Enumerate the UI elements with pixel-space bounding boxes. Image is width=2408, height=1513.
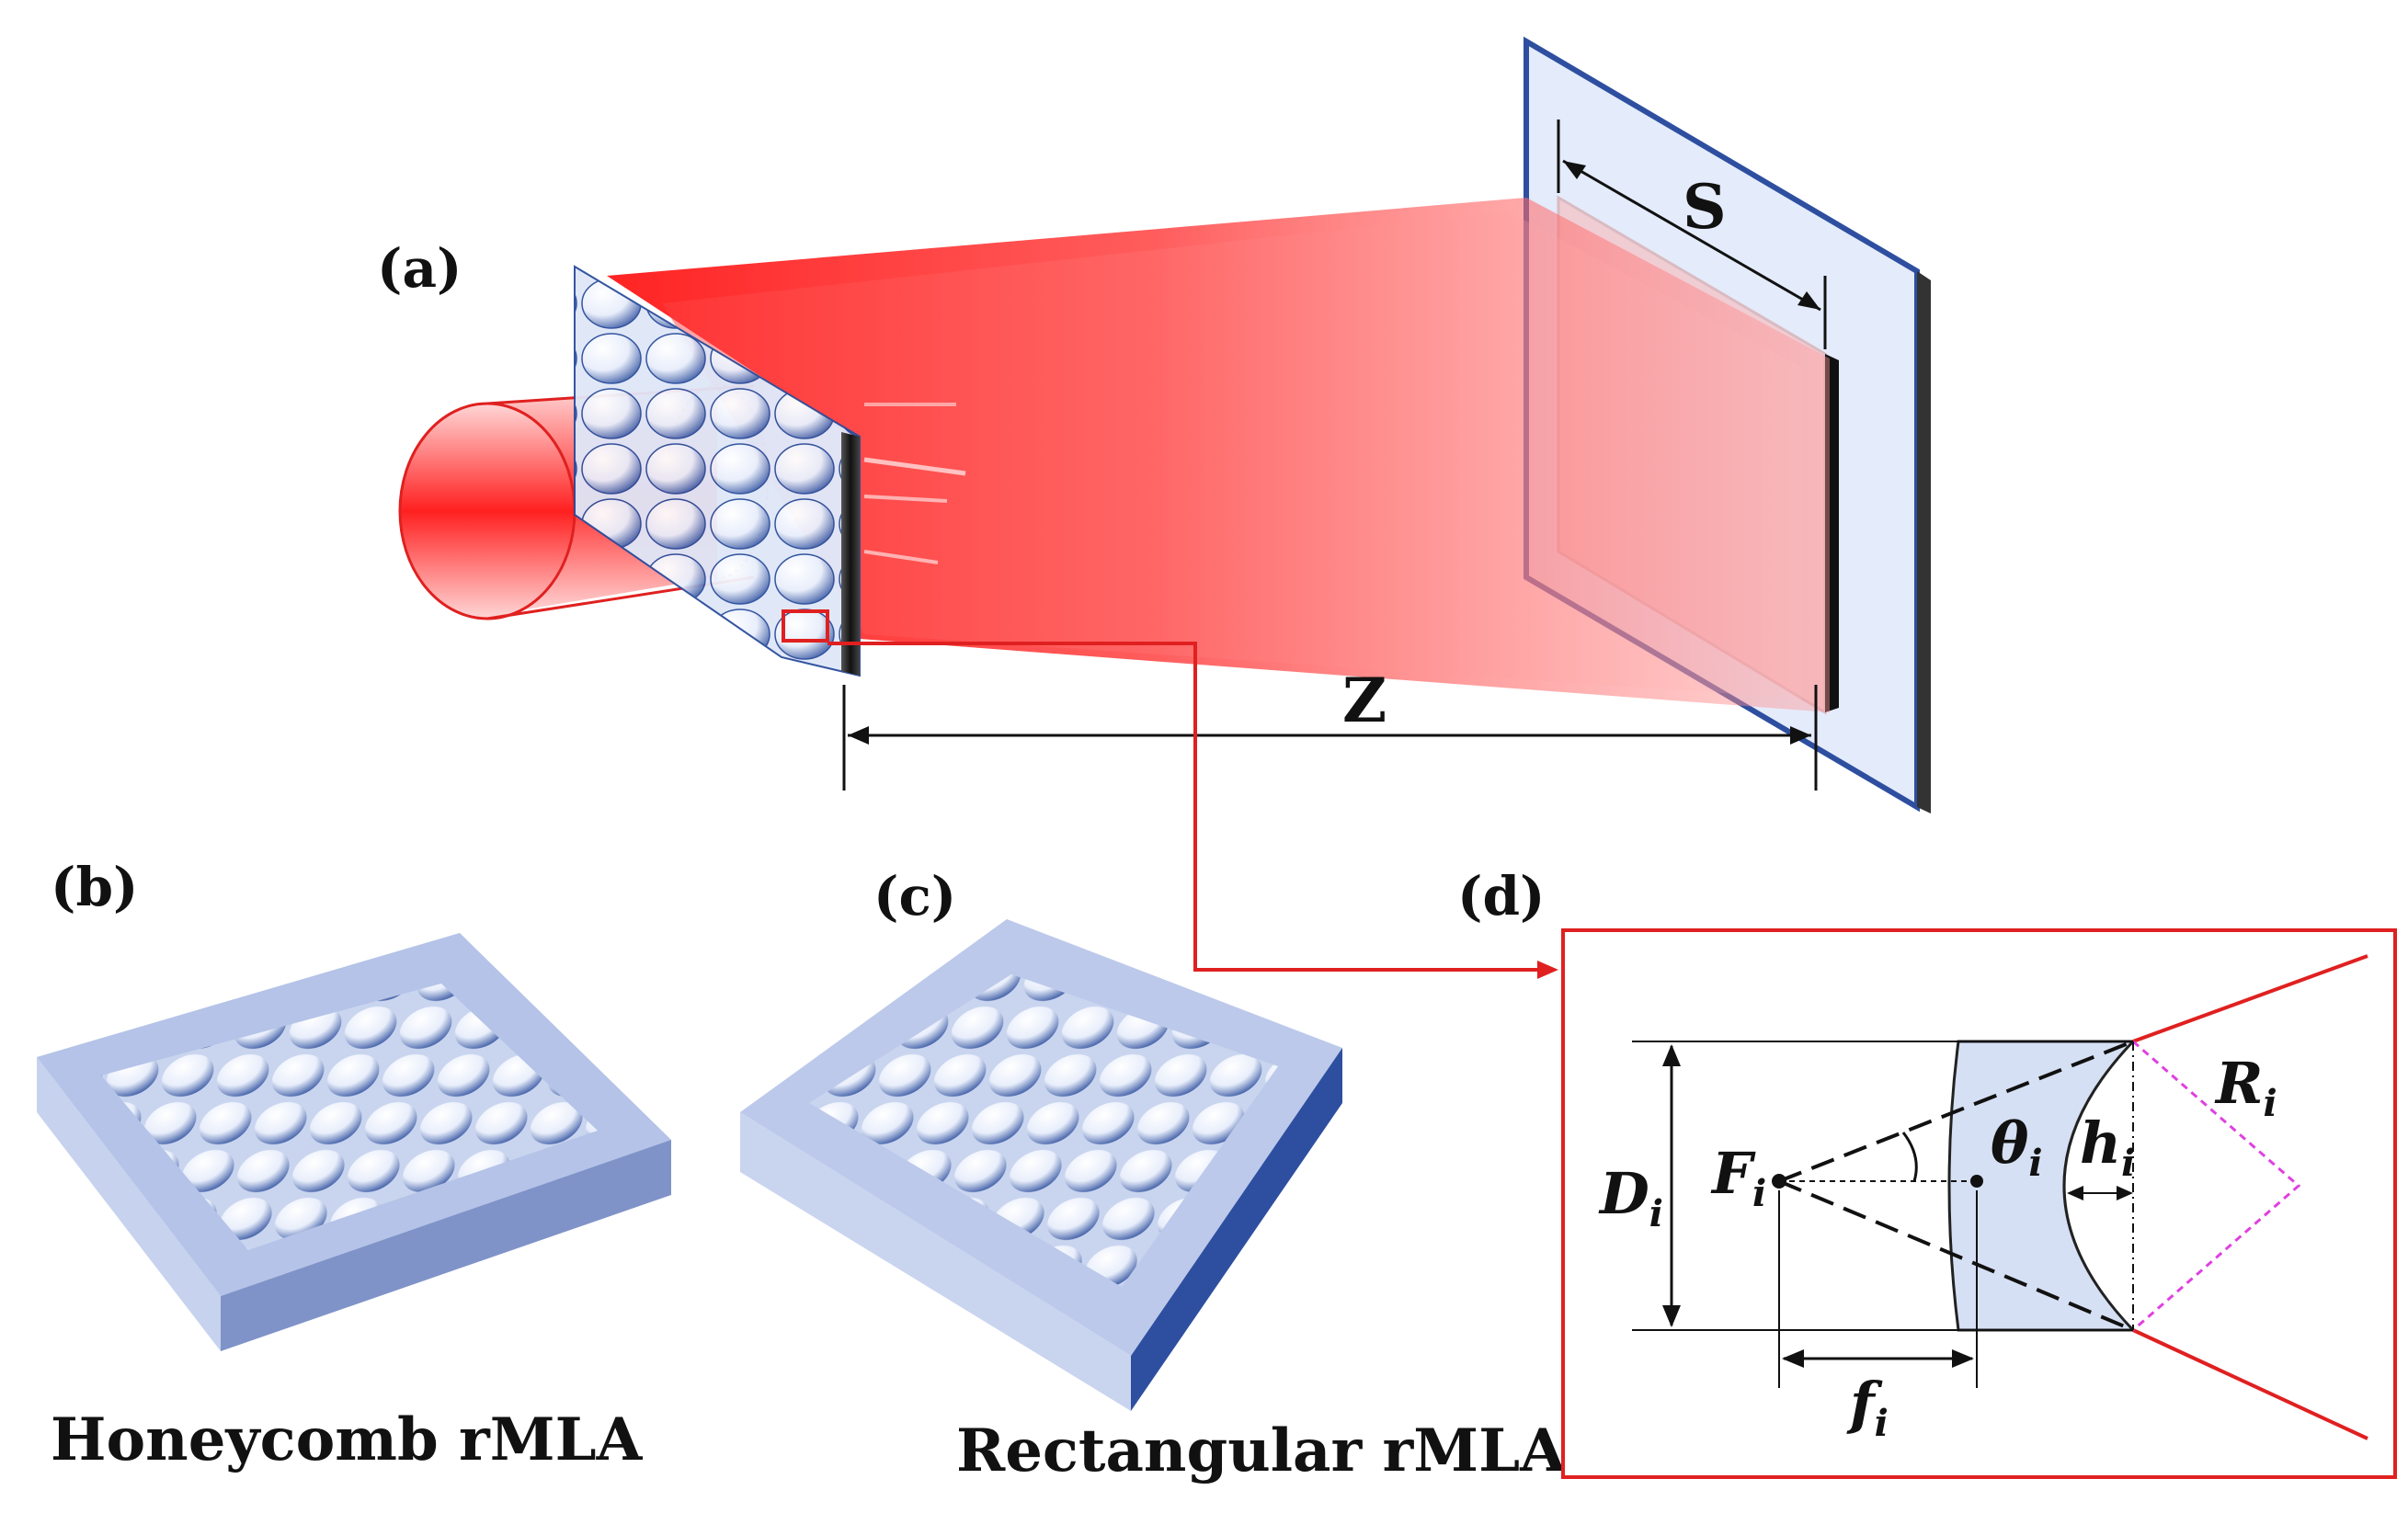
panel-a: (a)	[377, 36, 1931, 979]
honeycomb-caption: Honeycomb rMLA	[51, 1405, 644, 1474]
honeycomb-substrate-front	[221, 1140, 671, 1351]
angle-arc	[1901, 1132, 1918, 1182]
callout-arrow	[1537, 961, 1558, 979]
vertex-dot	[1970, 1175, 1983, 1188]
radius-lines	[2132, 1040, 2301, 1332]
dim-s-label: S	[1683, 171, 1727, 243]
screen-edge	[1917, 271, 1931, 813]
rectangular-caption: Rectangular rMLA	[956, 1416, 1567, 1485]
rectangular-substrate-right	[1131, 1048, 1342, 1411]
callout-line	[827, 642, 1554, 972]
honeycomb-substrate-left	[37, 1057, 221, 1351]
aperture-label: Di	[1598, 1160, 1663, 1235]
diverging-beam	[607, 198, 1830, 712]
input-beam-face	[398, 402, 576, 620]
angle-label: θi	[1991, 1109, 2043, 1185]
ray-top	[2132, 954, 2368, 1043]
focal-point-label: Fi	[1710, 1140, 1766, 1215]
mla-lens-face	[574, 265, 861, 677]
panel-b: (b) Honeycomb rMLA	[37, 856, 671, 1474]
cone-bottom	[1778, 1179, 2134, 1332]
mla-edge	[841, 432, 860, 676]
cone-top	[1778, 1040, 2134, 1183]
dim-z-label: Z	[1342, 665, 1387, 736]
panel-c: (c) Rectangular rMLA	[740, 865, 1567, 1485]
panel-b-label: (b)	[51, 856, 138, 918]
dimension-s: S	[1557, 119, 1827, 349]
honeycomb-lens-array	[101, 984, 598, 1250]
panel-a-label: (a)	[377, 237, 462, 300]
zoom-box	[782, 609, 829, 643]
panel-c-label: (c)	[873, 865, 956, 927]
rectangular-lens-array	[809, 974, 1278, 1287]
ray-bottom	[2132, 1328, 2368, 1440]
rectangular-substrate-left	[740, 1112, 1131, 1411]
radius-label: Ri	[2214, 1050, 2277, 1125]
panel-d-label: (d)	[1457, 865, 1545, 927]
sag-label: hi	[2080, 1109, 2135, 1185]
panel-d: (d) Di Fi θi hi Ri	[1457, 865, 2397, 1479]
mla-plate	[574, 265, 861, 677]
dimension-z: Z	[842, 665, 1818, 791]
